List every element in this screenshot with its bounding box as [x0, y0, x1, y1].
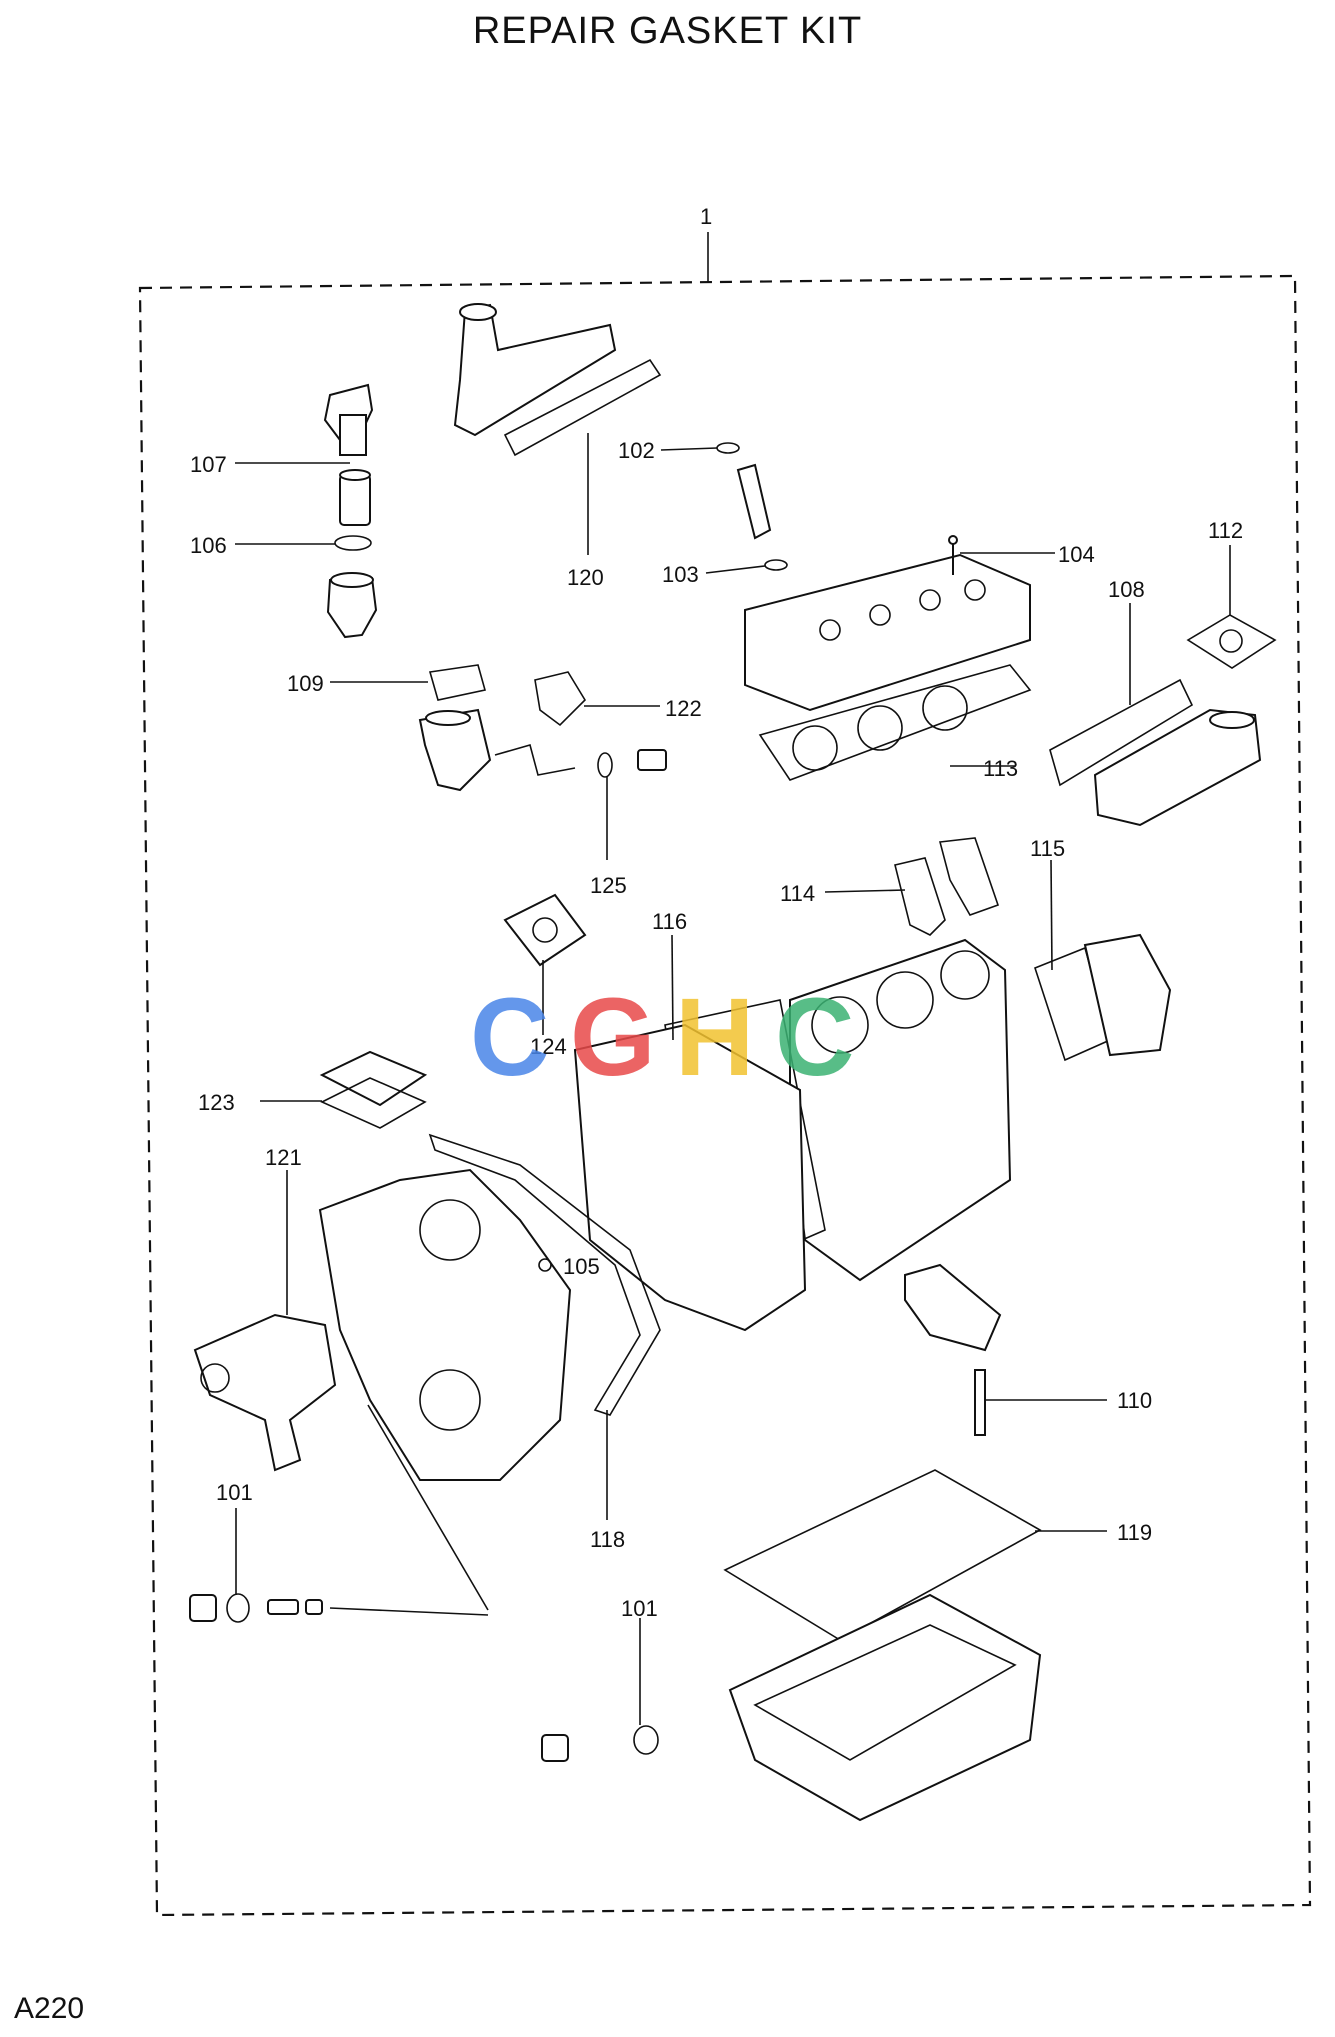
page-title: REPAIR GASKET KIT — [472, 10, 863, 52]
watermark-letter-c2: C — [775, 976, 854, 1099]
inspection-cover-124 — [503, 893, 587, 967]
page-code: A220 — [14, 1992, 85, 2025]
water-outlet-part — [326, 572, 378, 639]
callout-101b: 101 — [621, 1596, 658, 1621]
callout-125: 125 — [590, 873, 627, 898]
exhaust-gasket-108 — [1049, 678, 1194, 787]
gasket-114b — [938, 837, 1000, 916]
callout-116: 116 — [652, 909, 687, 934]
connector-pump — [329, 1607, 489, 1616]
drain-plug-101a — [189, 1593, 323, 1623]
callout-122: 122 — [665, 696, 702, 721]
water-pump-121 — [193, 1313, 337, 1472]
gasket-118 — [428, 1133, 661, 1416]
callout-119: 119 — [1117, 1520, 1152, 1545]
water-flange-part — [418, 708, 492, 792]
cylinder-head-part — [744, 553, 1031, 712]
cover-123 — [319, 1050, 428, 1129]
callout-105: 105 — [563, 1254, 600, 1279]
callout-115: 115 — [1030, 836, 1065, 861]
callout-113: 113 — [983, 756, 1018, 781]
kit-boundary — [138, 274, 1312, 1917]
callout-123: 123 — [198, 1090, 235, 1115]
callout-110: 110 — [1117, 1388, 1152, 1413]
gasket-120 — [503, 358, 662, 457]
oil-pan-part — [728, 1593, 1042, 1822]
seal-103 — [764, 559, 788, 571]
callout-106: 106 — [190, 533, 227, 558]
callout-104: 104 — [1058, 542, 1095, 567]
drain-plug-101b — [541, 1725, 659, 1762]
water-manifold-part — [453, 303, 617, 437]
gasket-112 — [1186, 614, 1277, 669]
watermark-letter-g: G — [570, 976, 656, 1099]
flywheel-housing-part — [1083, 933, 1172, 1057]
callout-1: 1 — [700, 204, 712, 229]
watermark-letter-h: H — [675, 976, 754, 1099]
callout-103: 103 — [662, 562, 699, 587]
callout-101a: 101 — [216, 1480, 253, 1505]
gasket-109 — [428, 664, 487, 701]
leader-pump-group — [367, 1404, 489, 1611]
oil-pan-gasket-119 — [723, 1469, 1042, 1641]
callout-108: 108 — [1108, 577, 1145, 602]
o-ring-106 — [334, 535, 372, 551]
head-gasket-113 — [758, 664, 1032, 781]
exhaust-manifold-part — [1093, 708, 1262, 827]
rear-plate-part — [573, 1023, 807, 1332]
callout-118: 118 — [590, 1527, 625, 1552]
crank-seal-housing — [904, 1263, 1002, 1352]
callout-114: 114 — [780, 881, 815, 906]
leader-lines — [235, 433, 1231, 1725]
connector-line — [494, 744, 576, 776]
injector-part — [736, 463, 772, 540]
seal-125 — [597, 752, 613, 778]
gear-case-part — [318, 1168, 572, 1481]
seal-105 — [538, 1258, 552, 1272]
watermark-letter-c: C — [470, 976, 549, 1099]
callout-124: 124 — [530, 1034, 567, 1059]
watermark-logo: C G H C — [470, 976, 854, 1099]
callout-121: 121 — [265, 1145, 302, 1170]
gasket-122 — [534, 671, 587, 727]
callout-112: 112 — [1208, 518, 1243, 543]
seal-strip-110 — [974, 1369, 986, 1436]
thermostat-part — [339, 469, 371, 526]
seal-102 — [716, 442, 740, 454]
callout-102: 102 — [618, 438, 655, 463]
callout-120: 120 — [567, 565, 604, 590]
gasket-114a — [894, 857, 946, 936]
callout-109: 109 — [287, 671, 324, 696]
thermostat-cover-part — [323, 383, 374, 456]
callout-107: 107 — [190, 452, 227, 477]
temperature-sender-part — [637, 749, 667, 771]
